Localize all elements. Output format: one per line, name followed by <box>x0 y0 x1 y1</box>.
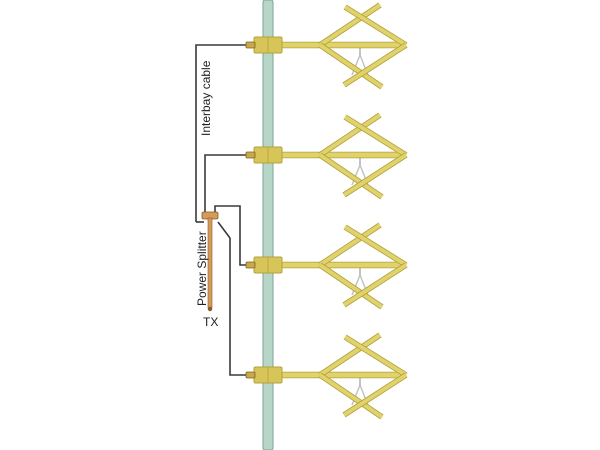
element-upper-right <box>343 115 408 157</box>
element-lower-left <box>318 373 384 419</box>
element-upper-left <box>318 333 382 377</box>
element-upper-left <box>318 3 382 47</box>
cable-bay-4 <box>217 221 250 376</box>
element-lower-right <box>342 263 408 307</box>
feed-connector <box>245 371 256 379</box>
mast <box>262 0 274 450</box>
interbay-cable-top <box>195 44 248 222</box>
tx-label: TX <box>203 315 218 329</box>
element-lower-right <box>342 43 408 87</box>
power-splitter-label: Power Splitter <box>195 231 209 306</box>
power-splitter-input <box>207 306 213 312</box>
bays <box>245 2 408 420</box>
cables <box>195 44 250 376</box>
element-upper-right <box>343 5 408 47</box>
element-upper-left <box>318 223 382 267</box>
element-upper-right <box>343 225 408 267</box>
feed-connector <box>245 41 256 49</box>
element-upper-left <box>318 113 382 157</box>
bay-3 <box>245 222 408 310</box>
feed-connector <box>245 151 256 159</box>
power-splitter <box>201 211 219 312</box>
interbay-cable-label: Interbay cable <box>199 60 213 136</box>
bay-4 <box>245 332 408 420</box>
cable-bay-2 <box>204 154 248 214</box>
element-upper-right <box>343 335 408 377</box>
feed-connector <box>245 261 256 269</box>
element-lower-right <box>342 153 408 197</box>
cable-bay-3 <box>214 205 250 266</box>
element-lower-right <box>342 373 408 417</box>
bay-1 <box>245 2 408 90</box>
element-lower-left <box>318 43 384 89</box>
bay-2 <box>245 112 408 200</box>
element-lower-left <box>318 263 384 309</box>
element-lower-left <box>318 153 384 199</box>
